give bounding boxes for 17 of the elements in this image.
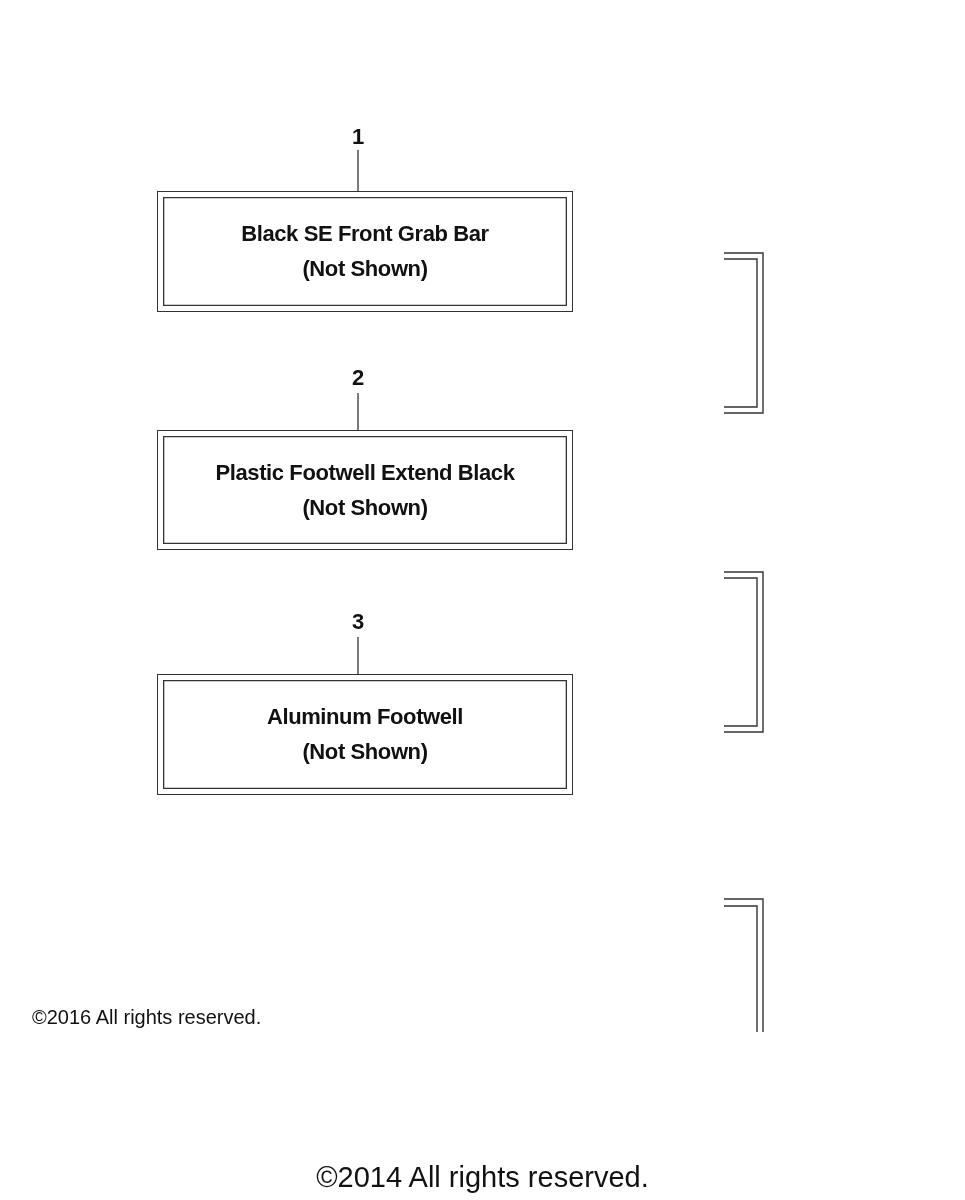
part-note: (Not Shown) [302, 738, 428, 766]
callout-number: 2 [346, 365, 370, 393]
part-box [157, 674, 573, 795]
part-note: (Not Shown) [302, 493, 428, 522]
part-name: Aluminum Footwell [266, 703, 464, 731]
part-name: Black SE Front Grab Bar [241, 220, 489, 248]
copyright-notice: ©2014 All rights reserved. [315, 1161, 650, 1194]
part-name: Plastic Footwell Extend Black [215, 458, 515, 487]
leader-line [357, 392, 359, 431]
leader-line [357, 149, 359, 192]
callout-number: 1 [346, 124, 370, 150]
part-note: (Not Shown) [302, 255, 428, 283]
copyright-notice: ©2016 All rights reserved. [32, 1006, 262, 1029]
part-box [157, 191, 573, 312]
callout-number: 3 [346, 609, 370, 637]
leader-line [357, 636, 359, 675]
part-box [157, 430, 573, 550]
